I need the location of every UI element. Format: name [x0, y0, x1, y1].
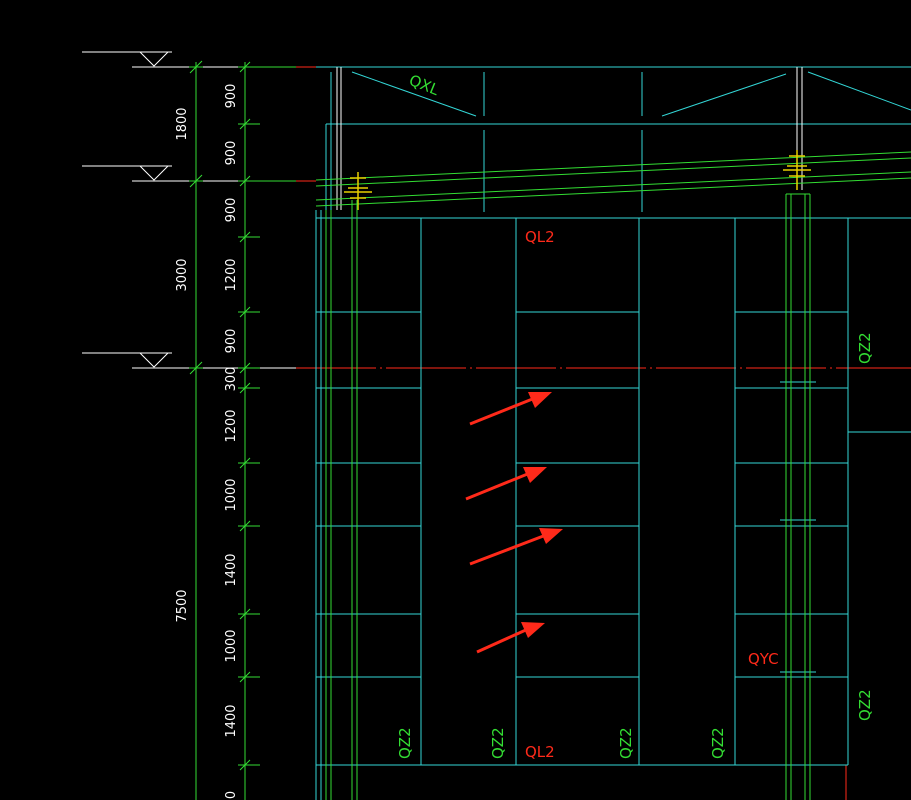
- annotation-arrow-2: [465, 467, 547, 501]
- dim-outer-1800: 1800: [175, 107, 190, 140]
- annotation-arrow-1: [469, 392, 552, 426]
- ring-beam-label-bottom: QL2: [525, 743, 555, 761]
- connection-symbol-right: [783, 150, 811, 190]
- column-label-bottom-2: QZ2: [489, 727, 507, 759]
- elevation-marker-low: [82, 352, 300, 369]
- column-label-right-upper: QZ2: [856, 332, 874, 364]
- dim-inner-3: 900: [224, 198, 239, 223]
- dimension-chain-inner-text: 900 900 900 1200 900 300 1200 1000 1400 …: [224, 84, 239, 800]
- qyc-label: QYC: [748, 650, 779, 668]
- connection-symbols: [344, 150, 811, 210]
- dimension-chain-outer-text: 1800 3000 7500: [175, 107, 190, 622]
- elevation-marker-top: [82, 51, 300, 68]
- column-label-right-lower: QZ2: [856, 689, 874, 721]
- dim-inner-10: 1000: [224, 629, 239, 662]
- connection-symbol-left: [344, 172, 372, 210]
- dim-inner-12: 0: [224, 791, 239, 799]
- dimension-chain-outer: [189, 60, 203, 800]
- dim-inner-5: 900: [224, 329, 239, 354]
- dimension-chain-inner: [238, 61, 300, 800]
- dim-outer-7500: 7500: [175, 589, 190, 622]
- ring-beam-label-top: QL2: [525, 228, 555, 246]
- elevation-marker-mid: [82, 165, 300, 182]
- dim-inner-6: 300: [224, 367, 239, 392]
- steel-column-lines: [325, 193, 811, 800]
- dim-inner-9: 1400: [224, 553, 239, 586]
- dim-inner-8: 1000: [224, 478, 239, 511]
- annotation-arrow-4: [476, 622, 545, 654]
- annotation-arrows: [465, 392, 563, 654]
- dim-inner-7: 1200: [224, 409, 239, 442]
- elevation-markers: [82, 51, 300, 369]
- column-label-bottom-3: QZ2: [617, 727, 635, 759]
- column-label-bottom-1: QZ2: [396, 727, 414, 759]
- dim-inner-11: 1400: [224, 704, 239, 737]
- truss-label: QXL: [407, 71, 443, 99]
- dim-inner-1: 900: [224, 84, 239, 109]
- column-label-bottom-4: QZ2: [709, 727, 727, 759]
- wall-grid: [315, 210, 911, 800]
- roof-sloped-member: [315, 151, 911, 207]
- dim-inner-4: 1200: [224, 258, 239, 291]
- roof-truss: [316, 66, 911, 219]
- annotation-arrow-3: [469, 528, 563, 566]
- dim-inner-2: 900: [224, 141, 239, 166]
- dim-outer-3000: 3000: [175, 258, 190, 291]
